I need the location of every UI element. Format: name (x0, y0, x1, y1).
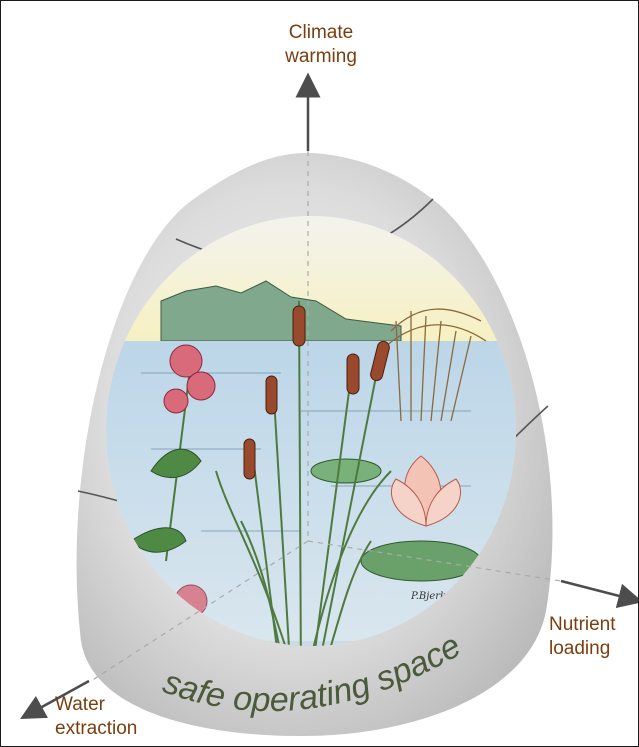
nutrient-label-line1: Nutrient (549, 613, 616, 637)
climate-label-line2: warming (266, 45, 376, 69)
climate-warming-label: Climate warming (266, 21, 376, 69)
water-label-line1: Water (55, 693, 137, 717)
water-extraction-label: Water extraction (55, 693, 137, 741)
water-label-line2: extraction (55, 717, 137, 741)
nutrient-loading-arrow (561, 581, 631, 599)
nutrient-label-line2: loading (549, 637, 616, 661)
nutrient-loading-label: Nutrient loading (549, 613, 616, 661)
climate-label-line1: Climate (266, 21, 376, 45)
